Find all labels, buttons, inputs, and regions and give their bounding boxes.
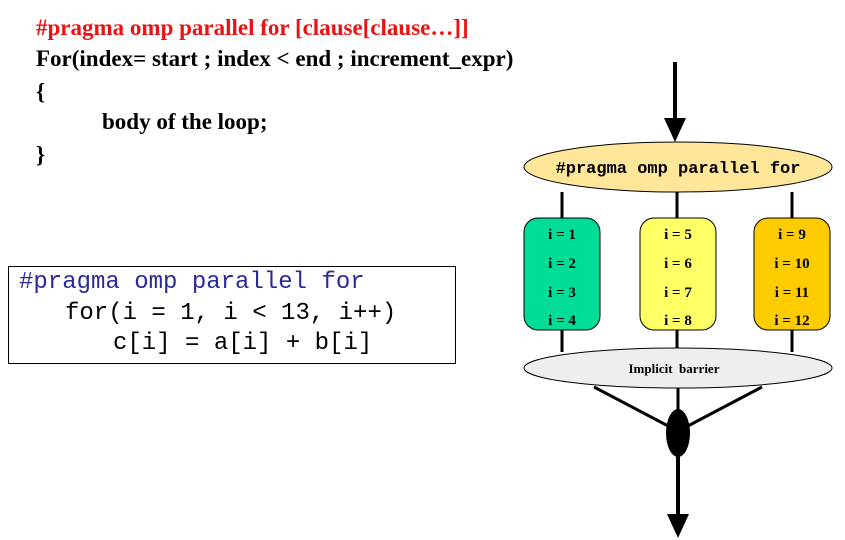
- incoming-arrow-head: [664, 118, 686, 142]
- syntax-open-brace: {: [36, 79, 46, 104]
- iteration-label: i = 9: [778, 227, 806, 243]
- iteration-label: i = 3: [548, 285, 576, 301]
- syntax-close-brace: }: [36, 142, 46, 167]
- iteration-label: i = 11: [775, 285, 809, 301]
- join-node: [666, 409, 690, 457]
- iteration-label: i = 1: [548, 227, 576, 243]
- iteration-label: i = 6: [664, 256, 692, 272]
- example-body-line: c[i] = a[i] + b[i]: [113, 330, 373, 357]
- converge-line-left: [593, 385, 673, 430]
- barrier-label: Implicit barrier: [629, 361, 720, 376]
- example-pragma-line: #pragma omp parallel for: [19, 269, 365, 296]
- outgoing-arrow-head: [667, 514, 689, 538]
- iteration-label: i = 5: [664, 227, 692, 243]
- example-code-box: #pragma omp parallel for for(i = 1, i < …: [8, 266, 456, 364]
- syntax-pragma-line: #pragma omp parallel for [clause[clause……: [36, 15, 469, 40]
- iteration-label: i = 7: [664, 285, 692, 301]
- pragma-ellipse-label: #pragma omp parallel for: [556, 160, 801, 179]
- iteration-label: i = 8: [664, 313, 692, 329]
- converge-line-right: [683, 385, 763, 430]
- iteration-label: i = 2: [548, 256, 576, 272]
- iteration-label: i = 10: [774, 256, 809, 272]
- iteration-label: i = 12: [774, 313, 809, 329]
- iteration-label: i = 4: [548, 313, 576, 329]
- syntax-for-line: For(index= start ; index < end ; increme…: [36, 46, 514, 71]
- example-for-line: for(i = 1, i < 13, i++): [65, 300, 397, 327]
- syntax-loop-body: body of the loop;: [102, 109, 268, 134]
